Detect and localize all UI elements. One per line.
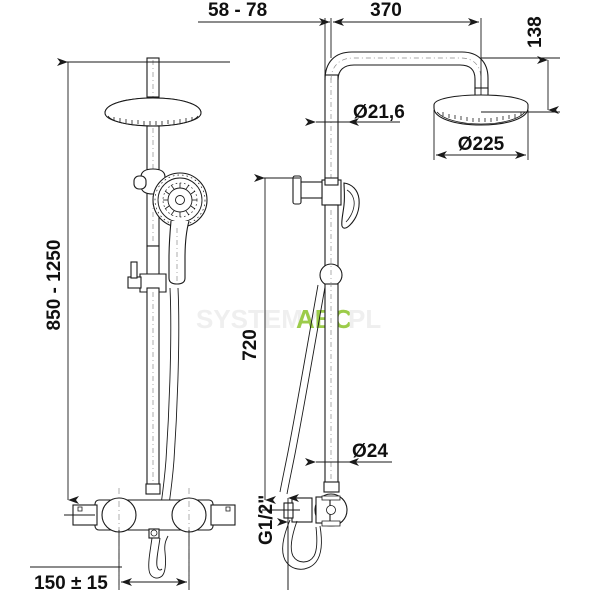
side-view [276, 51, 529, 570]
dimension-lines [30, 18, 560, 590]
thermostatic-mixer-side [276, 493, 348, 527]
dimension-labels: 58 - 78 370 138 Ø21,6 Ø225 850 - 1250 72… [34, 0, 546, 594]
dim-head-diameter: Ø225 [458, 134, 505, 155]
dim-tube-diameter-upper: Ø21,6 [353, 102, 405, 123]
dim-mixer-height-range: 850 - 1250 [44, 240, 65, 331]
dim-riser-offset: 58 - 78 [208, 0, 267, 21]
dim-tube-diameter-lower: Ø24 [352, 441, 388, 462]
dim-connection-thread: G1/2" [256, 495, 277, 545]
dim-inlet-spacing: 150 ± 15 [34, 573, 108, 594]
front-view [72, 57, 236, 588]
watermark-right: PL [348, 304, 381, 334]
dim-head-drop: 138 [525, 16, 546, 48]
watermark-accent: ABC [296, 304, 353, 334]
dim-arm-length: 370 [370, 0, 402, 21]
dim-side-height: 720 [240, 329, 261, 361]
watermark: SYSTEMY ABC PL [196, 304, 381, 334]
thermostatic-mixer-front [72, 497, 236, 539]
